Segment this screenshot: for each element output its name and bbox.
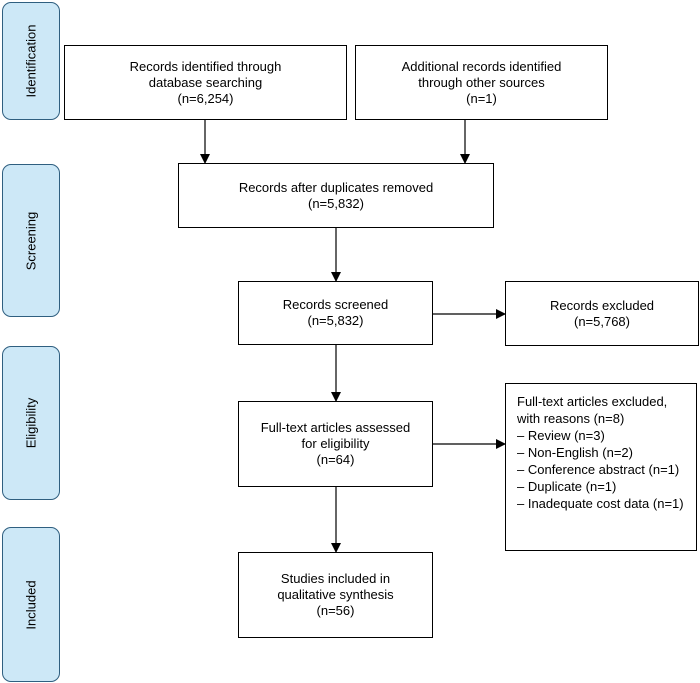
box-database-records: Records identified through database sear… bbox=[64, 45, 347, 120]
box-text: Records identified through bbox=[129, 58, 282, 74]
exclusion-reason: – Inadequate cost data (n=1) bbox=[517, 496, 684, 511]
box-records-screened: Records screened (n=5,832) bbox=[238, 281, 433, 345]
phase-eligibility: Eligibility bbox=[2, 346, 60, 500]
exclusion-reason: – Non-English (n=2) bbox=[517, 445, 633, 460]
phase-screening: Screening bbox=[2, 164, 60, 317]
phase-label: Included bbox=[23, 579, 39, 630]
box-text: Full-text articles excluded, bbox=[517, 394, 668, 409]
box-text: Records screened bbox=[282, 297, 389, 312]
box-text: Full-text articles assessed bbox=[260, 420, 411, 435]
box-fulltext-assessed: Full-text articles assessed for eligibil… bbox=[238, 401, 433, 487]
box-count: (n=64) bbox=[316, 452, 355, 467]
box-text: for eligibility bbox=[301, 436, 370, 451]
phase-included: Included bbox=[2, 527, 60, 682]
box-studies-included: Studies included in qualitative synthesi… bbox=[238, 552, 433, 638]
box-records-excluded: Records excluded (n=5,768) bbox=[505, 281, 699, 346]
box-count: (n=5,832) bbox=[307, 313, 364, 328]
phase-label: Screening bbox=[23, 211, 39, 270]
box-count: (n=5,768) bbox=[573, 313, 630, 329]
box-count: (n=56) bbox=[316, 603, 355, 618]
box-text: Studies included in bbox=[280, 571, 391, 586]
box-text: Records excluded bbox=[549, 297, 655, 313]
box-count: (n=1) bbox=[466, 90, 497, 106]
box-count: (n=5,832) bbox=[307, 195, 364, 211]
box-text: with reasons (n=8) bbox=[517, 411, 625, 426]
box-after-duplicates: Records after duplicates removed (n=5,83… bbox=[178, 163, 494, 228]
box-text: through other sources bbox=[418, 74, 545, 90]
exclusion-reason: – Review (n=3) bbox=[517, 428, 605, 443]
box-text: qualitative synthesis bbox=[277, 587, 394, 602]
exclusion-reason: – Conference abstract (n=1) bbox=[517, 462, 680, 477]
box-fulltext-excluded: Full-text articles excluded, with reason… bbox=[505, 383, 697, 551]
exclusion-reason: – Duplicate (n=1) bbox=[517, 479, 617, 494]
phase-label: Identification bbox=[23, 24, 39, 98]
phase-label: Eligibility bbox=[23, 397, 39, 449]
box-other-records: Additional records identified through ot… bbox=[355, 45, 608, 120]
phase-identification: Identification bbox=[2, 2, 60, 120]
box-text: Records after duplicates removed bbox=[238, 179, 434, 195]
box-count: (n=6,254) bbox=[177, 90, 234, 106]
box-text: database searching bbox=[148, 74, 263, 90]
box-text: Additional records identified bbox=[401, 58, 562, 74]
